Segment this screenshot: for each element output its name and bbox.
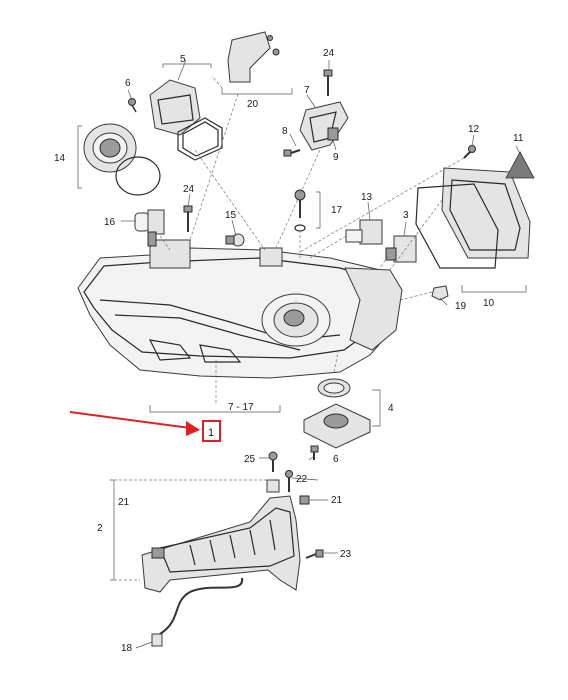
screw-8[interactable] bbox=[283, 149, 301, 157]
warning-label-11[interactable] bbox=[505, 151, 535, 179]
label-18: 18 bbox=[121, 643, 133, 654]
label-12: 12 bbox=[468, 124, 480, 135]
label-3: 3 bbox=[403, 210, 409, 221]
label-24-top: 24 bbox=[323, 48, 335, 59]
rear-cover-seal[interactable] bbox=[415, 183, 499, 269]
label-6-bottom: 6 bbox=[333, 454, 339, 465]
label-20: 20 bbox=[247, 99, 259, 110]
o-ring-seal[interactable] bbox=[115, 156, 161, 196]
screw-17[interactable] bbox=[294, 189, 306, 232]
label-14: 14 bbox=[54, 153, 66, 164]
clip-9[interactable] bbox=[327, 127, 339, 141]
label-9: 9 bbox=[333, 152, 339, 163]
label-4: 4 bbox=[388, 403, 394, 414]
rear-cover-10[interactable] bbox=[441, 167, 531, 259]
screw-24-top[interactable] bbox=[323, 69, 333, 96]
bulb-3[interactable] bbox=[385, 235, 417, 263]
part-labels: 5 20 6 24 7 8 9 12 11 14 24 17 13 3 16 1… bbox=[54, 48, 524, 654]
screw-22[interactable] bbox=[285, 470, 293, 493]
label-1: 1 bbox=[208, 427, 214, 439]
cover-seal[interactable] bbox=[177, 117, 223, 161]
label-24-left: 24 bbox=[183, 184, 195, 195]
cover-7[interactable] bbox=[299, 101, 349, 151]
label-5: 5 bbox=[180, 54, 186, 65]
leader-lines bbox=[121, 59, 521, 649]
bulb-13[interactable] bbox=[345, 219, 383, 245]
label-6-top: 6 bbox=[125, 78, 131, 89]
label-21-left: 21 bbox=[118, 497, 130, 508]
screw-24-left[interactable] bbox=[183, 205, 193, 232]
upper-bracket[interactable] bbox=[227, 31, 280, 83]
bulb-16[interactable] bbox=[134, 209, 165, 247]
label-2: 2 bbox=[97, 523, 103, 534]
group-brackets bbox=[77, 63, 527, 581]
label-8: 8 bbox=[282, 126, 288, 137]
highlight-part-1[interactable]: 1 bbox=[202, 420, 221, 442]
label-13: 13 bbox=[361, 192, 373, 203]
label-7: 7 bbox=[304, 85, 310, 96]
support-bracket-2[interactable] bbox=[141, 495, 301, 593]
nut-21[interactable] bbox=[299, 495, 310, 505]
label-19: 19 bbox=[455, 301, 467, 312]
seal-ring-4[interactable] bbox=[317, 378, 351, 398]
label-10: 10 bbox=[483, 298, 495, 309]
label-16: 16 bbox=[104, 217, 116, 228]
sensor-wire-18[interactable] bbox=[151, 577, 244, 647]
pointer-arrow bbox=[69, 411, 200, 436]
label-22: 22 bbox=[296, 474, 308, 485]
label-23: 23 bbox=[340, 549, 352, 560]
screw-23[interactable] bbox=[305, 549, 324, 559]
screw-6-top[interactable] bbox=[128, 98, 137, 113]
headlight-housing[interactable] bbox=[77, 239, 403, 379]
screw-12[interactable] bbox=[463, 145, 476, 159]
sleeve-21[interactable] bbox=[266, 479, 280, 493]
bulb-15[interactable] bbox=[225, 233, 245, 247]
label-range: 7 - 17 bbox=[228, 402, 254, 413]
lens-ring[interactable] bbox=[83, 123, 137, 173]
label-25: 25 bbox=[244, 454, 256, 465]
label-11: 11 bbox=[513, 133, 524, 144]
screw-25[interactable] bbox=[268, 451, 278, 472]
label-15: 15 bbox=[225, 210, 237, 221]
label-17: 17 bbox=[331, 205, 343, 216]
bulb-cover-cap[interactable] bbox=[149, 79, 201, 136]
guide-lines bbox=[159, 93, 465, 405]
control-module-4[interactable] bbox=[303, 403, 371, 449]
label-21-right: 21 bbox=[331, 495, 343, 506]
cap-19[interactable] bbox=[431, 285, 449, 301]
